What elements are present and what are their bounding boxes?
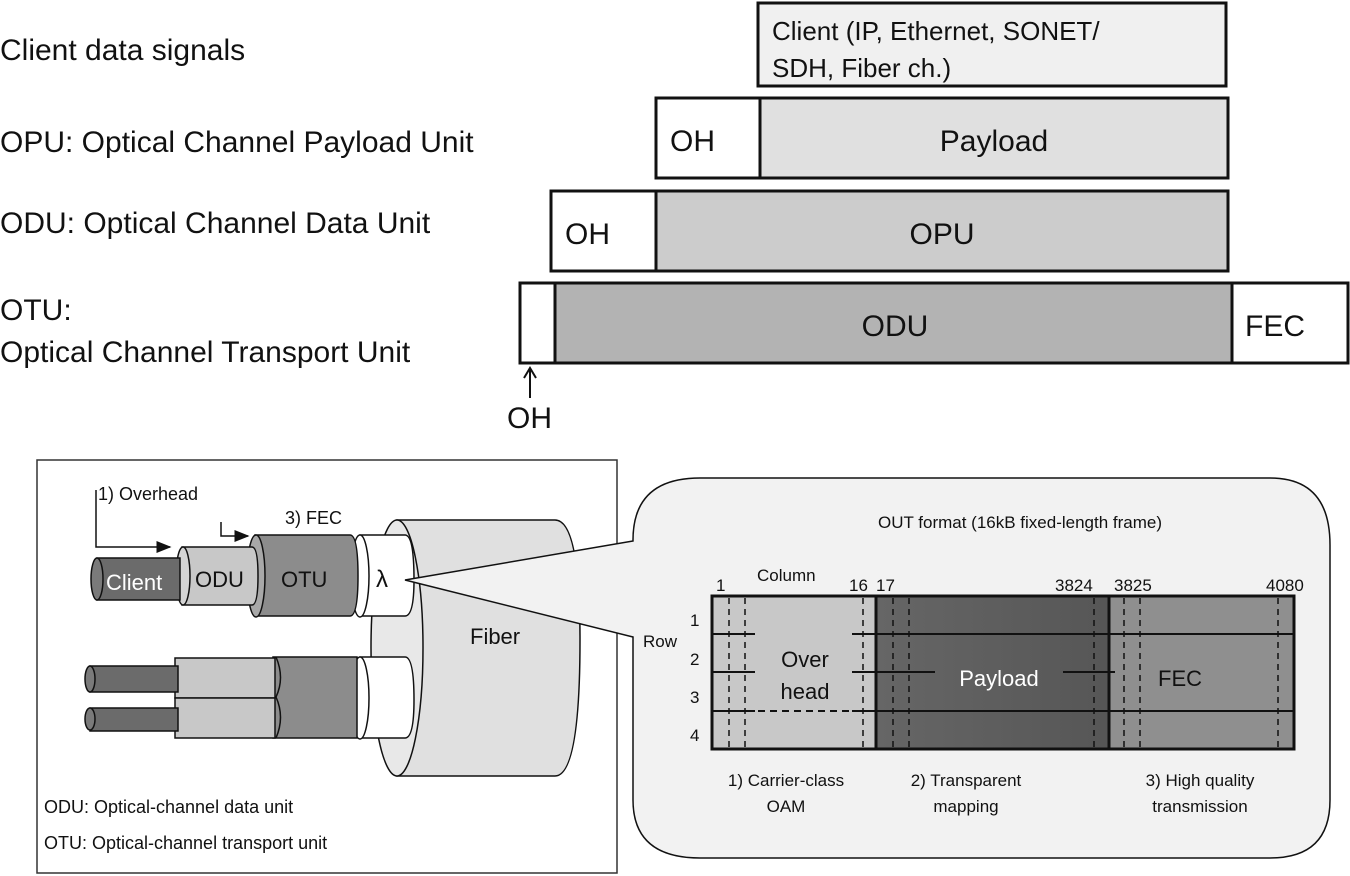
otu-cable-label: OTU xyxy=(281,567,327,592)
row-label: Row xyxy=(643,632,678,651)
caption-3-line2: transmission xyxy=(1152,797,1247,816)
opu-oh-cell xyxy=(654,96,762,180)
overhead-annotation: 1) Overhead 3) FEC xyxy=(95,484,342,553)
odu-cable-label: ODU xyxy=(195,567,244,592)
fec-label: 3) FEC xyxy=(285,508,342,528)
bottom-cable xyxy=(84,656,415,740)
layer-labels: Client data signals OPU: Optical Channel… xyxy=(0,34,474,369)
label-otu-line2: Optical Channel Transport Unit xyxy=(0,336,411,369)
label-otu-line1: OTU: xyxy=(0,294,72,327)
opu-payload-cell xyxy=(758,96,1230,180)
column-ticks: 1 16 17 3824 3825 4080 xyxy=(716,576,1304,595)
col-tick-1: 1 xyxy=(716,576,725,595)
row-tick-4: 4 xyxy=(690,726,699,745)
row-ticks: 1 2 3 4 xyxy=(690,611,699,745)
row-tick-1: 1 xyxy=(690,611,699,630)
otu-odu-text: ODU xyxy=(862,310,929,343)
row-tick-2: 2 xyxy=(690,650,699,669)
frame-fec-text: FEC xyxy=(1158,666,1202,691)
label-client-signals: Client data signals xyxy=(0,34,245,67)
frame-overhead-line2: head xyxy=(781,679,830,704)
label-opu: OPU: Optical Channel Payload Unit xyxy=(0,126,474,159)
oh-pointer: OH xyxy=(507,366,552,435)
frame-payload-text: Payload xyxy=(959,666,1039,691)
odu-sleeve: ODU xyxy=(175,546,259,606)
lambda-label: λ xyxy=(376,566,388,593)
client-box: Client (IP, Ethernet, SONET/ SDH, Fiber … xyxy=(756,1,1228,88)
column-label: Column xyxy=(757,566,816,585)
otu-row: ODU FEC xyxy=(518,281,1350,365)
cable-panel: Fiber λ OTU ODU Client xyxy=(36,459,618,874)
frame-title: OUT format (16kB fixed-length frame) xyxy=(878,513,1162,532)
overhead-arrow-icon xyxy=(95,490,172,553)
client-core: Client xyxy=(90,557,181,601)
lambda-sleeve: λ xyxy=(350,534,415,618)
legend-odu: ODU: Optical-channel data unit xyxy=(44,797,293,817)
col-tick-3825: 3825 xyxy=(1114,576,1152,595)
col-tick-4080: 4080 xyxy=(1266,576,1304,595)
opu-row: OH Payload xyxy=(654,96,1230,180)
col-tick-17: 17 xyxy=(876,576,895,595)
odu-oh-text: OH xyxy=(565,218,610,251)
fiber-label: Fiber xyxy=(470,624,520,649)
odu-opu-text: OPU xyxy=(909,218,974,251)
label-odu: ODU: Optical Channel Data Unit xyxy=(0,207,431,240)
col-tick-16: 16 xyxy=(849,576,868,595)
client-cable-label: Client xyxy=(106,570,162,595)
frame-bubble: OUT format (16kB fixed-length frame) Col… xyxy=(404,477,1331,859)
caption-2-line1: 2) Transparent xyxy=(911,771,1022,790)
overhead-label: 1) Overhead xyxy=(98,484,198,504)
caption-1-line1: 1) Carrier-class xyxy=(728,771,844,790)
otu-oh-cell xyxy=(518,281,557,365)
caption-2-line2: mapping xyxy=(933,797,998,816)
odu-opu-cell xyxy=(654,189,1230,273)
otu-fec-cell xyxy=(1230,281,1350,365)
col-tick-3824: 3824 xyxy=(1055,576,1093,595)
client-box-line1: Client (IP, Ethernet, SONET/ xyxy=(772,16,1100,46)
legend-otu: OTU: Optical-channel transport unit xyxy=(44,833,327,853)
odu-row: OH OPU xyxy=(549,189,1230,273)
caption-3-line1: 3) High quality xyxy=(1146,771,1255,790)
oh-pointer-text: OH xyxy=(507,402,552,435)
otu-sleeve: OTU xyxy=(246,534,359,618)
opu-oh-text: OH xyxy=(670,125,715,158)
otu-fec-text: FEC xyxy=(1245,310,1305,343)
opu-payload-text: Payload xyxy=(940,125,1048,158)
row-tick-3: 3 xyxy=(690,688,699,707)
frame-grid: Over head Payload FEC xyxy=(710,594,1296,751)
client-box-line2: SDH, Fiber ch.) xyxy=(772,53,951,83)
otu-odu-cell xyxy=(553,281,1234,365)
fec-arrow-icon xyxy=(220,522,250,542)
caption-1-line2: OAM xyxy=(767,797,806,816)
frame-overhead-line1: Over xyxy=(781,647,829,672)
frame-captions: 1) Carrier-class OAM 2) Transparent mapp… xyxy=(728,771,1255,816)
